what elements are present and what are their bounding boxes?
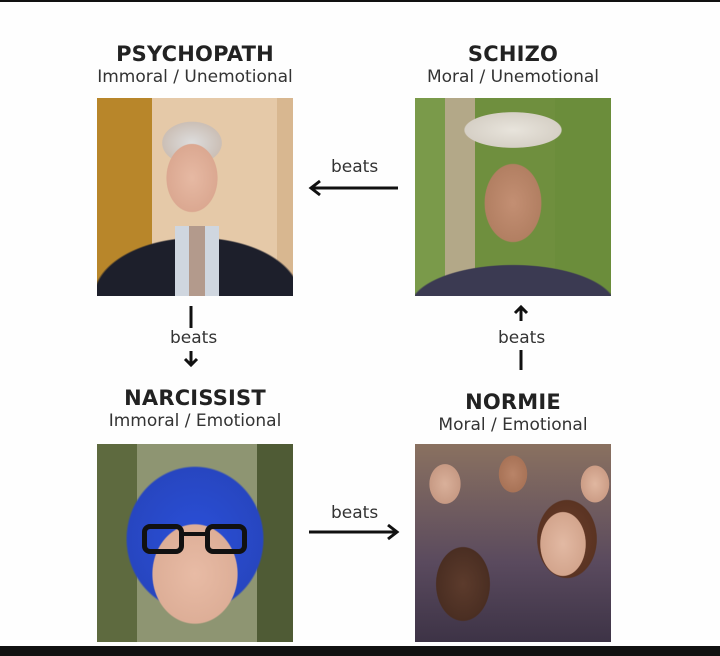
node-schizo-description: Moral / Unemotional: [426, 67, 600, 87]
left-arrow-icon: [308, 179, 398, 197]
edge-narcissist-normie-label: beats: [331, 503, 379, 523]
node-normie-header: NORMIE Moral / Emotional: [393, 390, 633, 436]
up-arrow-icon: [513, 304, 529, 321]
node-normie-photo: [415, 444, 611, 642]
node-normie-title: NORMIE: [465, 390, 561, 414]
node-psychopath-title: PSYCHOPATH: [116, 42, 274, 66]
edge-psychopath-narcissist-label: beats: [170, 328, 218, 348]
edge-schizo-psychopath-label: beats: [331, 157, 379, 177]
node-schizo-header: SCHIZO Moral / Unemotional: [393, 42, 633, 88]
node-narcissist-description: Immoral / Emotional: [108, 411, 282, 431]
node-schizo-photo: [415, 98, 611, 296]
right-arrow-icon: [309, 523, 400, 541]
shirt-collar: [175, 226, 219, 296]
down-arrow-icon: [183, 351, 199, 368]
edge-normie-schizo-line: [519, 350, 523, 370]
node-normie-description: Moral / Emotional: [438, 415, 588, 435]
node-psychopath-header: PSYCHOPATH Immoral / Unemotional: [75, 42, 315, 88]
node-schizo-title: SCHIZO: [467, 42, 559, 66]
node-narcissist-header: NARCISSIST Immoral / Emotional: [75, 386, 315, 432]
node-psychopath-photo: [97, 98, 293, 296]
bottom-border: [0, 646, 720, 656]
glasses: [142, 524, 247, 556]
node-narcissist-title: NARCISSIST: [124, 386, 266, 410]
top-border: [0, 0, 720, 2]
node-narcissist-photo: [97, 444, 293, 642]
edge-normie-schizo-label: beats: [498, 328, 546, 348]
edge-psychopath-narcissist-line: [189, 306, 193, 328]
node-psychopath-description: Immoral / Unemotional: [97, 67, 293, 87]
